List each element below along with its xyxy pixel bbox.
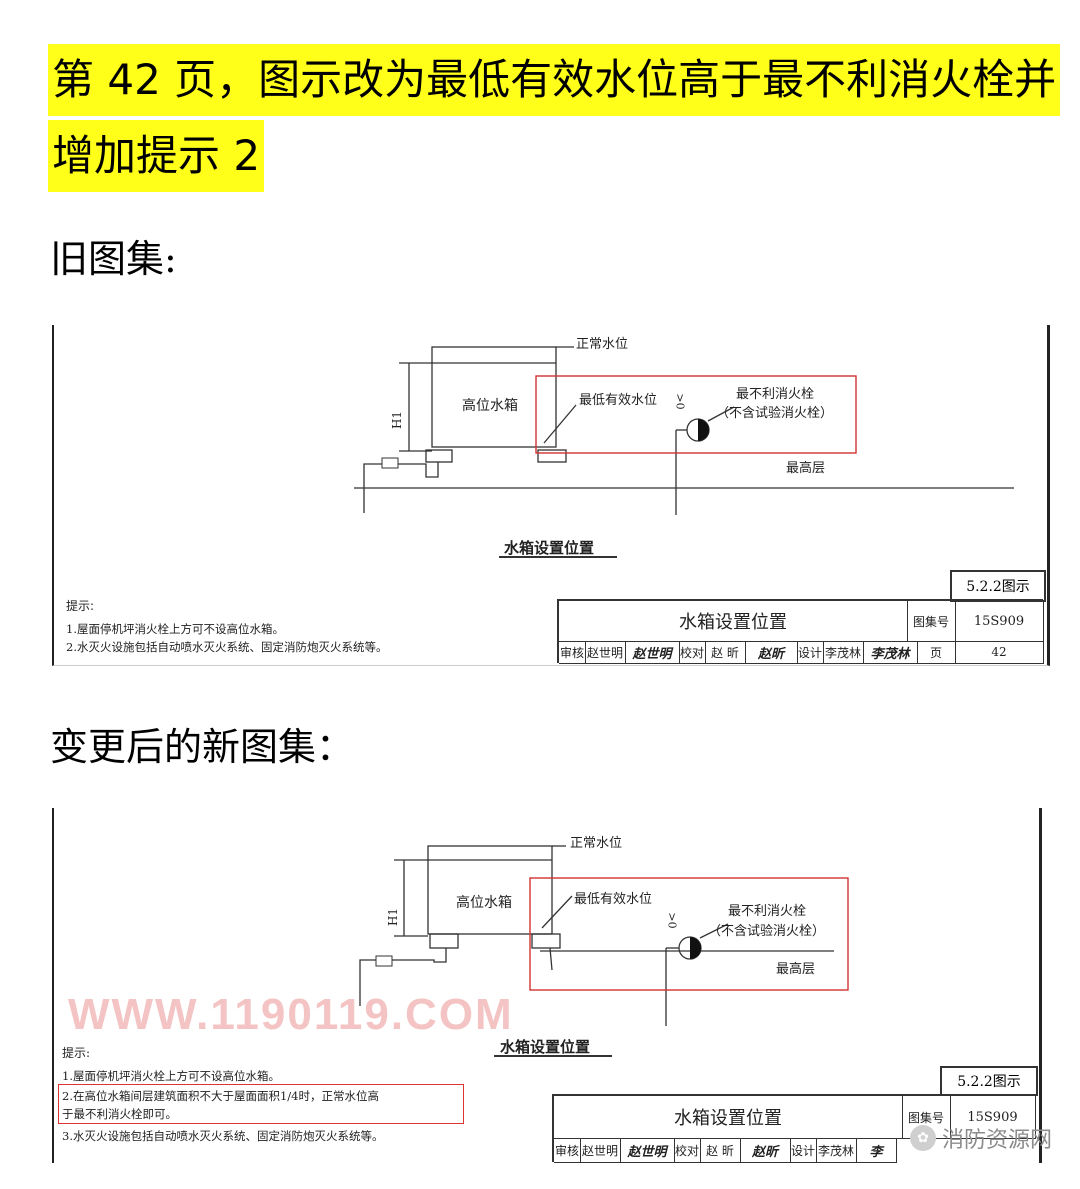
check-label: 校对 xyxy=(674,1138,701,1163)
reviewer-name: 赵世明 xyxy=(580,1138,621,1163)
old-drawing-lines xyxy=(354,346,1014,558)
reviewer-signature: 赵世明 xyxy=(625,641,680,664)
reviewer-name: 赵世明 xyxy=(585,641,626,664)
designer-signature: 李茂林 xyxy=(863,641,918,664)
headline-line-2: 增加提示 2 xyxy=(48,120,265,192)
checker-name: 赵 昕 xyxy=(700,1138,741,1163)
height-symbol: H1 xyxy=(386,907,401,927)
page-number: 42 xyxy=(955,641,1044,664)
checker-signature: 赵昕 xyxy=(740,1138,791,1163)
added-note-highlight xyxy=(58,1084,464,1124)
wechat-icon: ✿ xyxy=(910,1125,936,1151)
title-block-title: 水箱设置位置 xyxy=(554,1096,903,1139)
review-label: 审核 xyxy=(554,1138,581,1163)
note-item: 2.水灭火设施包括自动喷水灭火系统、固定消防炮灭火系统等。 xyxy=(66,640,388,654)
page-label: 页 xyxy=(917,641,956,664)
new-atlas-label: 变更后的新图集： xyxy=(50,725,355,769)
watermark: WWW.1190119.COM xyxy=(68,990,514,1039)
designer-name: 李茂林 xyxy=(823,641,864,664)
notes-title: 提示: xyxy=(66,599,95,613)
title-block: 水箱设置位置 图集号 15S909 审核 赵世明 赵世明 校对 赵 昕 赵昕 设… xyxy=(552,1094,1036,1163)
height-symbol: H1 xyxy=(390,410,405,430)
drawing-caption: 水箱设置位置 xyxy=(500,1038,591,1056)
gt-zero-label: >0 xyxy=(673,393,687,410)
note-item: 2.在高位水箱间层建筑面积不大于屋面面积1/4时，正常水位高 xyxy=(62,1089,379,1103)
note-item: 1.屋面停机坪消火栓上方可不设高位水箱。 xyxy=(66,622,284,636)
check-label: 校对 xyxy=(679,641,706,664)
atlas-no-label: 图集号 xyxy=(907,601,956,642)
lowest-effective-level-label: 最低有效水位 xyxy=(579,393,658,408)
review-label: 审核 xyxy=(559,641,586,664)
atlas-no: 15S909 xyxy=(955,601,1044,642)
design-label: 设计 xyxy=(797,641,824,664)
old-atlas-label: 旧图集: xyxy=(50,237,177,281)
sheet-code: 5.2.2图示 xyxy=(950,570,1046,602)
title-block: 水箱设置位置 图集号 15S909 审核 赵世明 赵世明 校对 赵 昕 赵昕 设… xyxy=(557,599,1044,664)
note-item: 1.屋面停机坪消火栓上方可不设高位水箱。 xyxy=(62,1069,280,1083)
drawing-caption: 水箱设置位置 xyxy=(504,539,595,557)
sheet-code: 5.2.2图示 xyxy=(940,1066,1038,1096)
top-floor-label: 最高层 xyxy=(786,461,826,476)
normal-water-level-label: 正常水位 xyxy=(570,836,623,851)
top-floor-label: 最高层 xyxy=(776,962,816,977)
checker-signature: 赵昕 xyxy=(745,641,798,664)
brand-name: 消防资源网 xyxy=(942,1128,1053,1153)
note-item: 3.水灭火设施包括自动喷水灭火系统、固定消防炮灭火系统等。 xyxy=(62,1129,384,1143)
new-drawing-lines xyxy=(359,845,849,1057)
notes-title: 提示: xyxy=(62,1046,91,1060)
old-drawing-sheet: 正常水位 高位水箱 最低有效水位 H1 >0 最不利消火栓 （不含试验消火栓） … xyxy=(52,325,1050,666)
note-item: 于最不利消火栓即可。 xyxy=(62,1107,177,1121)
worst-hydrant-label: 最不利消火栓 xyxy=(736,387,815,402)
headline-line-1: 第 42 页，图示改为最低有效水位高于最不利消火栓并 xyxy=(48,44,1061,116)
designer-signature: 李 xyxy=(856,1138,897,1163)
checker-name: 赵 昕 xyxy=(705,641,746,664)
design-label: 设计 xyxy=(790,1138,817,1163)
worst-hydrant-note: （不含试验消火栓） xyxy=(716,406,834,421)
normal-water-level-label: 正常水位 xyxy=(576,337,629,352)
lowest-effective-level-label: 最低有效水位 xyxy=(574,892,653,907)
gt-zero-label: >0 xyxy=(665,912,679,929)
brand-watermark: ✿ 消防资源网 xyxy=(910,1122,1052,1154)
atlas-no: 15S909 xyxy=(950,1096,1036,1139)
tank-label: 高位水箱 xyxy=(456,895,512,911)
new-drawing-sheet: WWW.1190119.COM 正常水位 高位水箱 最低有效水位 H1 >0 最… xyxy=(52,808,1042,1163)
worst-hydrant-note: （不含试验消火栓） xyxy=(708,924,826,939)
title-block-title: 水箱设置位置 xyxy=(559,601,908,642)
tank-label: 高位水箱 xyxy=(462,398,518,414)
designer-name: 李茂林 xyxy=(816,1138,857,1163)
worst-hydrant-label: 最不利消火栓 xyxy=(728,904,807,919)
reviewer-signature: 赵世明 xyxy=(620,1138,675,1163)
